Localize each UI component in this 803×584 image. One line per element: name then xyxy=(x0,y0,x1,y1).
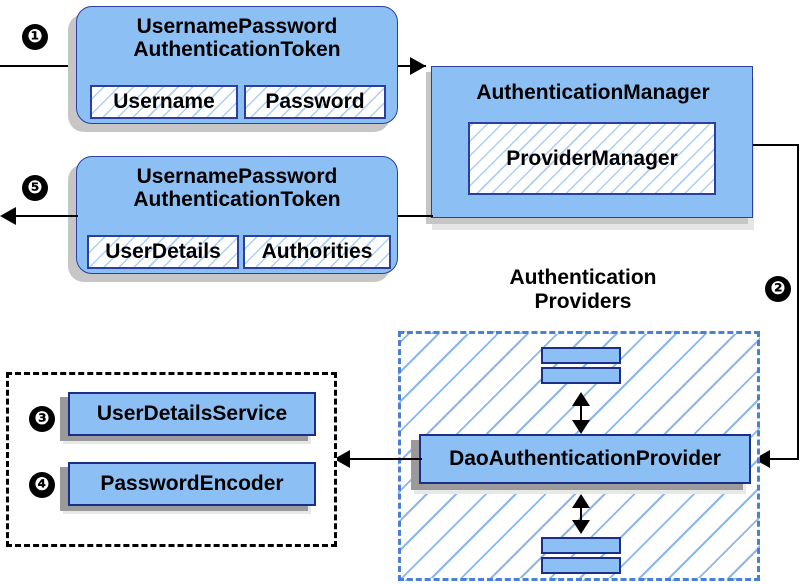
provider-link-bottom-arrow-down xyxy=(572,520,590,534)
response-token-box[interactable]: UsernamePassword AuthenticationToken Use… xyxy=(76,156,398,274)
response-token-field-userdetails: UserDetails xyxy=(87,235,239,269)
step-badge-4: ❹ xyxy=(29,472,55,498)
manager-to-provider-vertical-segment xyxy=(797,144,799,460)
authentication-manager-title: AuthenticationManager xyxy=(476,81,710,104)
other-provider-bar-top-1 xyxy=(541,347,621,364)
step-badge-5: ❺ xyxy=(22,175,48,201)
token-to-manager-arrowhead xyxy=(410,57,426,75)
other-provider-bar-top-2 xyxy=(541,367,621,384)
request-token-box[interactable]: UsernamePassword AuthenticationToken Use… xyxy=(76,6,398,124)
provider-link-top-arrow-down xyxy=(572,420,590,434)
provider-link-bottom-line xyxy=(580,500,582,526)
dao-authentication-provider-box[interactable]: DaoAuthenticationProvider xyxy=(419,434,751,484)
request-token-title: UsernamePassword AuthenticationToken xyxy=(133,15,341,61)
provider-manager-box: ProviderManager xyxy=(468,122,716,195)
step-badge-2: ❷ xyxy=(765,276,791,302)
other-provider-bar-bottom-2 xyxy=(541,557,621,574)
incoming-request-line xyxy=(0,65,78,67)
password-encoder-box[interactable]: PasswordEncoder xyxy=(68,462,316,506)
user-details-service-box[interactable]: UserDetailsService xyxy=(68,392,316,436)
response-token-title: UsernamePassword AuthenticationToken xyxy=(133,165,341,211)
manager-to-response-line xyxy=(398,215,433,217)
manager-to-provider-top-segment xyxy=(753,144,799,146)
other-provider-bar-bottom-1 xyxy=(541,537,621,554)
request-token-field-username: Username xyxy=(90,85,238,119)
request-token-field-password: Password xyxy=(244,85,386,119)
provider-link-top-line xyxy=(580,398,582,426)
provider-to-services-arrowhead xyxy=(334,450,350,468)
step-badge-3: ❸ xyxy=(29,406,55,432)
authentication-providers-label: Authentication Providers xyxy=(509,266,657,313)
authentication-manager-box[interactable]: AuthenticationManager ProviderManager xyxy=(431,66,753,218)
response-token-field-authorities: Authorities xyxy=(243,235,391,269)
manager-to-provider-bottom-segment xyxy=(770,458,799,460)
provider-to-services-line xyxy=(350,458,422,460)
response-outgoing-arrowhead xyxy=(0,207,16,225)
step-badge-1: ❶ xyxy=(22,24,48,50)
response-outgoing-line xyxy=(16,215,78,217)
